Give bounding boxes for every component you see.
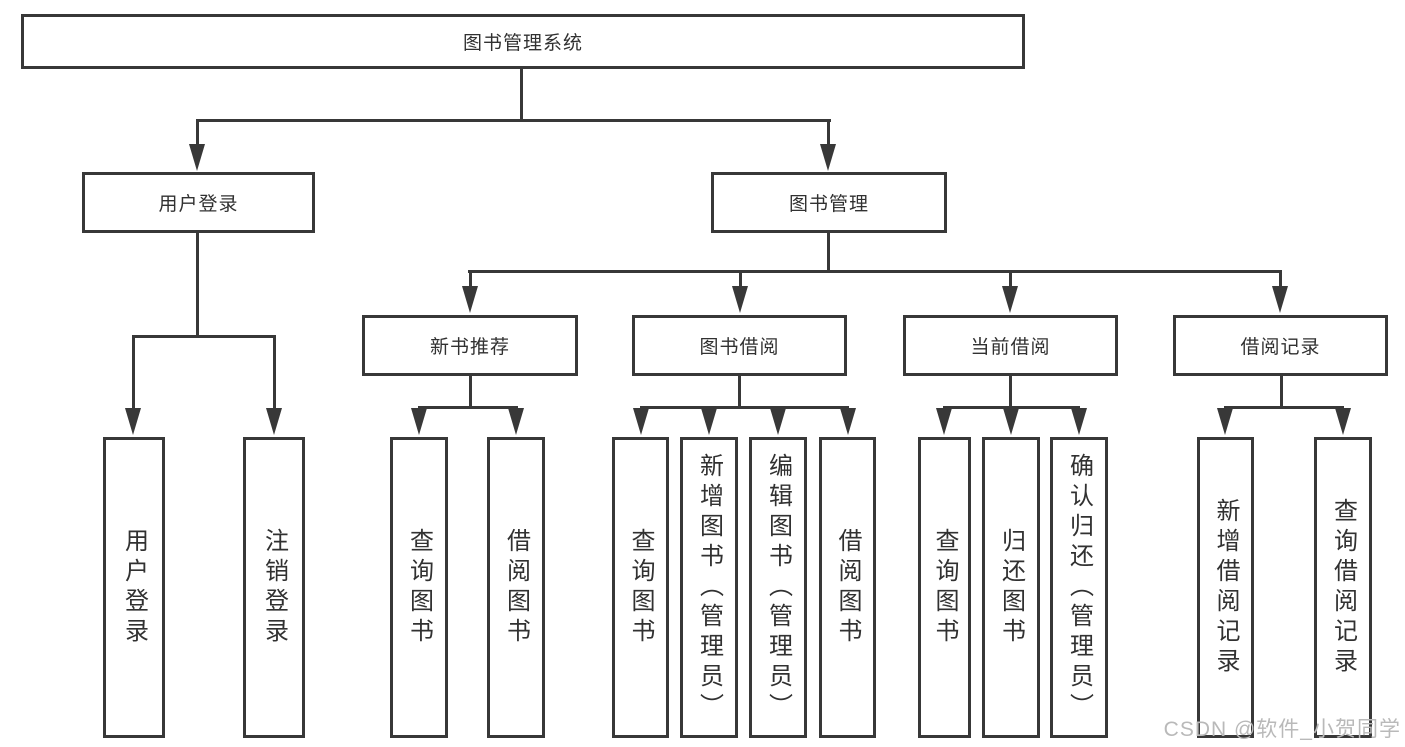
arrow-down-icon — [1002, 286, 1018, 313]
node-root-library-system: 图书管理系统 — [21, 14, 1025, 69]
arrow-down-icon — [770, 408, 786, 435]
node-label: 新增图书（管理员） — [695, 452, 723, 723]
node-label: 查询借阅记录 — [1329, 497, 1357, 678]
arrow-down-icon — [633, 408, 649, 435]
csdn-watermark: CSDN @软件_小贺同学 — [1163, 718, 1401, 741]
node-label: 注销登录 — [260, 527, 288, 648]
arrow-down-icon — [840, 408, 856, 435]
connector-line — [469, 270, 472, 288]
node-label: 新增借阅记录 — [1212, 497, 1239, 678]
node-user-login: 用户登录 — [82, 172, 315, 233]
arrow-down-icon — [1272, 286, 1288, 313]
connector-line — [943, 406, 1080, 409]
node-label: 借阅图书 — [834, 527, 861, 648]
leaf-edit-book-admin: 编辑图书（管理员） — [749, 437, 807, 738]
connector-line — [197, 119, 831, 122]
node-label: 用户登录 — [158, 194, 239, 215]
connector-line — [1009, 270, 1012, 288]
node-label: 编辑图书（管理员） — [764, 452, 792, 723]
node-label: 借阅记录 — [1240, 337, 1321, 358]
node-book-borrow: 图书借阅 — [632, 315, 847, 376]
connector-line — [827, 119, 830, 146]
connector-line — [468, 270, 1282, 273]
leaf-add-borrow-record: 新增借阅记录 — [1197, 437, 1254, 738]
connector-line — [1280, 376, 1283, 407]
connector-line — [132, 335, 135, 409]
arrow-down-icon — [125, 408, 141, 435]
node-label: 图书借阅 — [699, 337, 780, 358]
connector-line — [640, 406, 849, 409]
connector-line — [273, 335, 276, 409]
connector-line — [196, 119, 199, 146]
arrow-down-icon — [701, 408, 717, 435]
node-label: 查询图书 — [627, 527, 654, 648]
arrow-down-icon — [266, 408, 282, 435]
arrow-down-icon — [732, 286, 748, 313]
connector-line — [469, 376, 472, 407]
leaf-logout: 注销登录 — [243, 437, 305, 738]
connector-line — [1279, 270, 1282, 288]
node-borrow-record: 借阅记录 — [1173, 315, 1388, 376]
leaf-query-books-1: 查询图书 — [390, 437, 448, 738]
connector-line — [738, 376, 741, 407]
arrow-down-icon — [936, 408, 952, 435]
arrow-down-icon — [462, 286, 478, 313]
leaf-query-borrow-record: 查询借阅记录 — [1314, 437, 1372, 738]
leaf-return-book: 归还图书 — [982, 437, 1040, 738]
arrow-down-icon — [1335, 408, 1351, 435]
node-label: 借阅图书 — [502, 527, 530, 648]
leaf-borrow-books-2: 借阅图书 — [819, 437, 876, 738]
node-current-borrow: 当前借阅 — [903, 315, 1118, 376]
leaf-add-book-admin: 新增图书（管理员） — [680, 437, 738, 738]
connector-line — [1009, 376, 1012, 407]
connector-line — [196, 233, 199, 335]
arrow-down-icon — [189, 144, 205, 171]
arrow-down-icon — [1071, 408, 1087, 435]
leaf-query-books-2: 查询图书 — [612, 437, 669, 738]
connector-line — [132, 335, 276, 338]
node-label: 查询图书 — [931, 527, 958, 648]
node-label: 归还图书 — [997, 527, 1025, 648]
node-new-book-recommend: 新书推荐 — [362, 315, 578, 376]
node-book-management: 图书管理 — [711, 172, 947, 233]
connector-line — [739, 270, 742, 288]
node-label: 确认归还（管理员） — [1065, 452, 1093, 723]
node-label: 图书管理系统 — [462, 33, 583, 54]
node-label: 用户登录 — [120, 527, 148, 648]
leaf-user-login: 用户登录 — [103, 437, 165, 738]
leaf-confirm-return-admin: 确认归还（管理员） — [1050, 437, 1108, 738]
arrow-down-icon — [508, 408, 524, 435]
arrow-down-icon — [411, 408, 427, 435]
connector-line — [520, 68, 523, 119]
node-label: 查询图书 — [405, 527, 433, 648]
arrow-down-icon — [820, 144, 836, 171]
connector-line — [827, 233, 830, 271]
leaf-query-books-3: 查询图书 — [918, 437, 971, 738]
connector-line — [418, 406, 518, 409]
arrow-down-icon — [1217, 408, 1233, 435]
leaf-borrow-books-1: 借阅图书 — [487, 437, 545, 738]
node-label: 图书管理 — [788, 194, 869, 215]
node-label: 新书推荐 — [429, 337, 510, 358]
connector-line — [1224, 406, 1344, 409]
arrow-down-icon — [1003, 408, 1019, 435]
node-label: 当前借阅 — [970, 337, 1051, 358]
